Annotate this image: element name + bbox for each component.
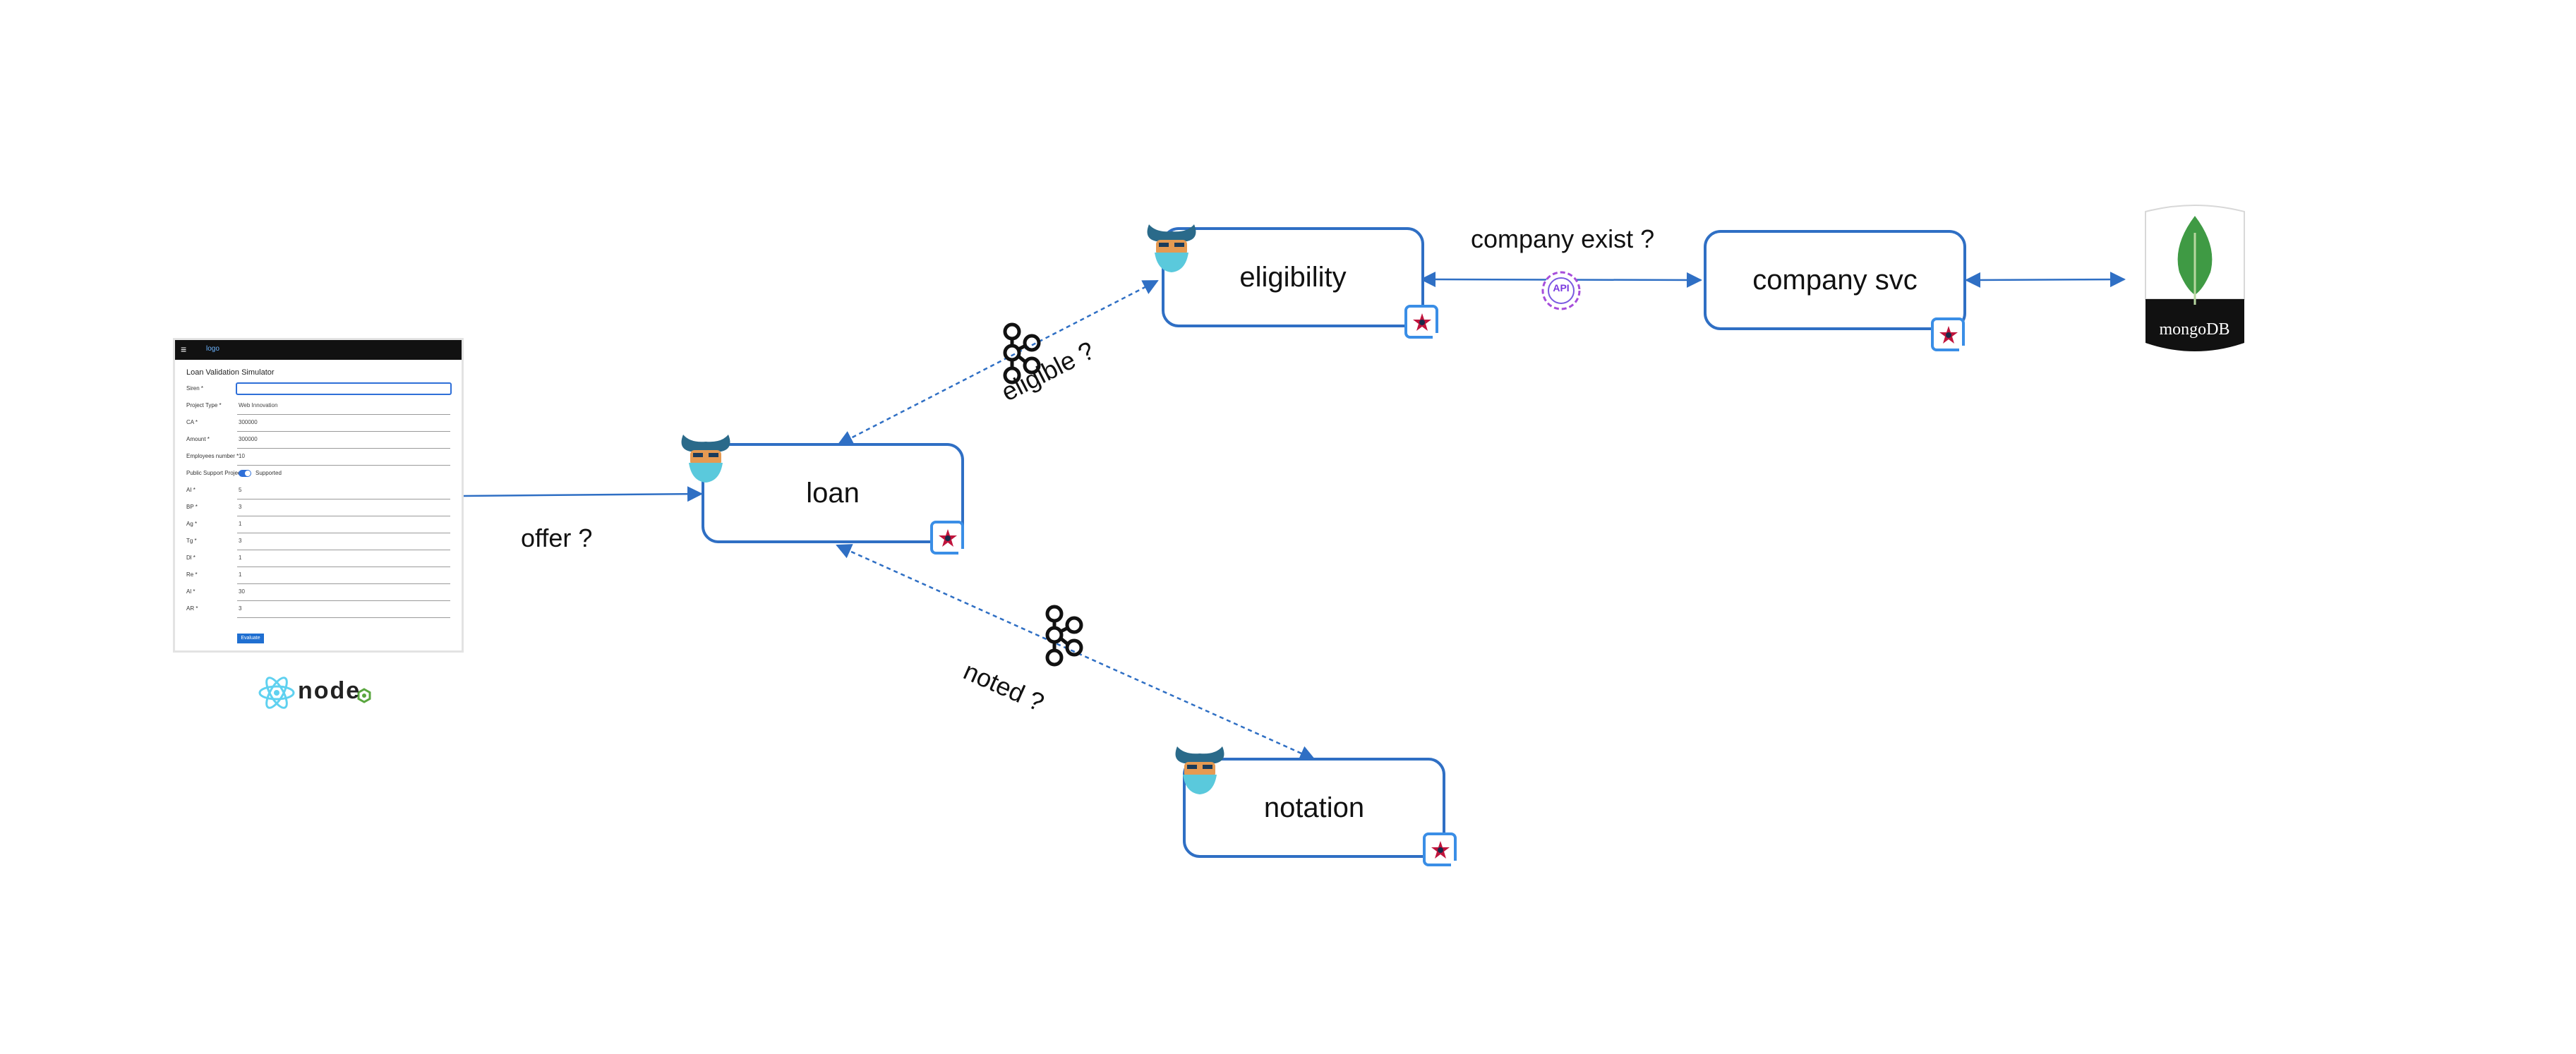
notation-service-box[interactable]: notation	[1183, 758, 1445, 858]
form-field-ca[interactable]: CA * 300000	[186, 418, 450, 432]
form-field-bp[interactable]: BP * 3	[186, 502, 450, 516]
edge-company-exist	[1420, 272, 1702, 288]
form-field-public-support[interactable]: Public Support Project Supported	[186, 470, 282, 477]
quarkus-icon	[1423, 832, 1458, 868]
loan-simulator-form-screenshot: ≡ logo Loan Validation Simulator Siren *…	[175, 340, 462, 650]
form-title: Loan Validation Simulator	[186, 368, 275, 377]
eligibility-label: eligibility	[1239, 261, 1347, 293]
form-field-ai[interactable]: AI * 5	[186, 485, 450, 499]
quarkus-icon	[1931, 317, 1966, 353]
api-badge-label: API	[1553, 282, 1570, 293]
form-field-employees[interactable]: Employees number * 10	[186, 452, 450, 466]
company-exist-label: company exist ?	[1471, 224, 1655, 253]
form-brand: logo	[206, 345, 219, 353]
loan-service-box[interactable]: loan	[702, 443, 964, 543]
offer-label: offer ?	[521, 523, 593, 552]
loan-label: loan	[806, 477, 860, 509]
form-field-ag[interactable]: Ag * 1	[186, 519, 450, 533]
nodejs-logo-text: node	[298, 677, 361, 704]
form-field-dl[interactable]: Dl * 1	[186, 553, 450, 567]
edge-db	[1965, 272, 2126, 288]
form-field-project-type[interactable]: Project Type * Web Innovation	[186, 401, 450, 415]
eligibility-service-box[interactable]: eligibility	[1162, 227, 1424, 327]
form-field-tg[interactable]: Tg * 3	[186, 536, 450, 550]
form-app-bar: ≡ logo	[175, 340, 462, 360]
form-field-ar[interactable]: AR * 3	[186, 604, 450, 618]
form-field-re[interactable]: Re * 1	[186, 570, 450, 584]
company-svc-label: company svc	[1752, 264, 1918, 296]
edge-offer	[462, 486, 703, 502]
notation-label: notation	[1263, 792, 1365, 823]
mongodb-label: mongoDB	[2159, 320, 2230, 339]
form-field-al[interactable]: Al * 30	[186, 587, 450, 601]
quarkus-icon	[930, 521, 965, 556]
form-field-amount[interactable]: Amount * 300000	[186, 435, 450, 449]
edge-eligible	[837, 279, 1159, 446]
quarkus-icon	[1404, 305, 1440, 340]
form-field-siren[interactable]: Siren *	[186, 382, 452, 398]
edge-noted	[836, 544, 1316, 761]
menu-icon[interactable]: ≡	[181, 344, 187, 355]
evaluate-button[interactable]: Evaluate	[237, 634, 264, 643]
company-svc-box[interactable]: company svc	[1704, 230, 1966, 330]
support-toggle[interactable]	[239, 470, 251, 477]
